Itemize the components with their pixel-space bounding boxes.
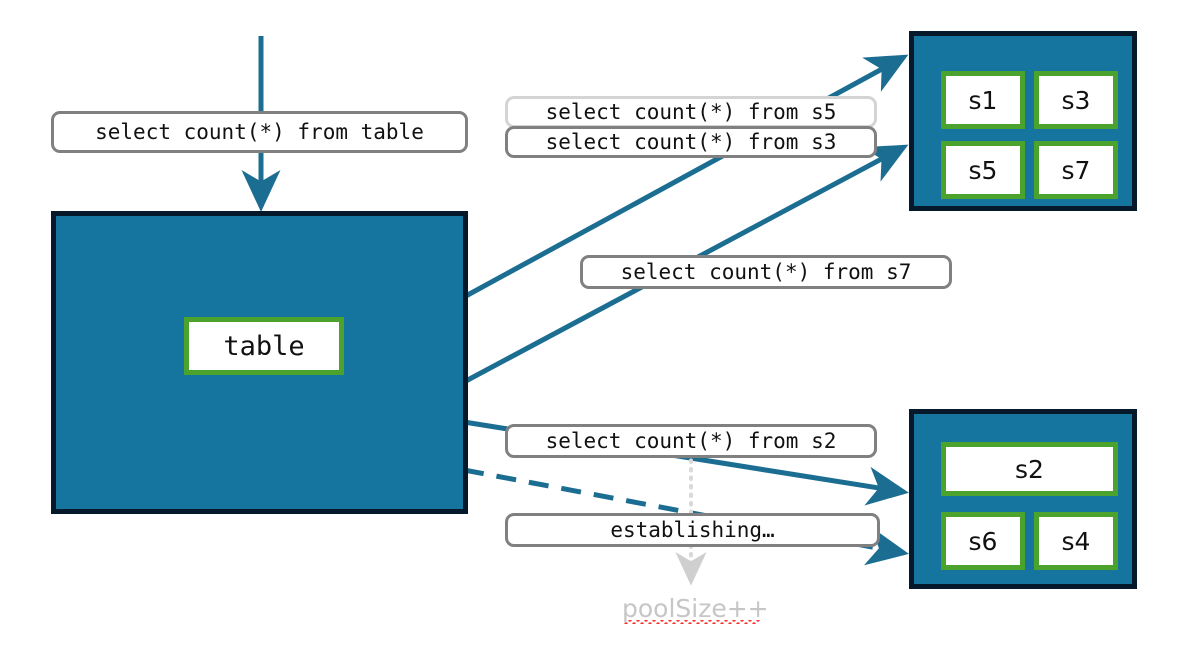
server-node-s3[interactable]: s3 bbox=[1034, 71, 1118, 129]
query-pill-from-s2[interactable]: select count(*) from s2 bbox=[505, 424, 877, 458]
server-node-s6[interactable]: s6 bbox=[941, 512, 1025, 570]
query-pill-from-table[interactable]: select count(*) from table bbox=[51, 111, 468, 153]
upper-pool: s1 s3 s5 s7 bbox=[909, 31, 1137, 211]
query-pill-from-s3[interactable]: select count(*) from s3 bbox=[505, 126, 877, 158]
server-node-s7[interactable]: s7 bbox=[1034, 141, 1118, 199]
query-pill-from-s5[interactable]: select count(*) from s5 bbox=[505, 96, 877, 128]
lower-pool: s2 s6 s4 bbox=[909, 409, 1137, 589]
status-pill-establishing[interactable]: establishing… bbox=[505, 513, 880, 547]
poolsize-annotation: poolSize++ bbox=[622, 594, 769, 624]
table-container: table bbox=[51, 211, 468, 514]
server-node-s1[interactable]: s1 bbox=[941, 71, 1025, 129]
server-node-s4[interactable]: s4 bbox=[1034, 512, 1118, 570]
table-node[interactable]: table bbox=[184, 317, 344, 375]
query-pill-from-s7[interactable]: select count(*) from s7 bbox=[580, 255, 952, 289]
spellcheck-underline-icon bbox=[624, 620, 760, 624]
poolsize-label: poolSize++ bbox=[622, 594, 769, 623]
server-node-s5[interactable]: s5 bbox=[941, 141, 1025, 199]
server-node-s2[interactable]: s2 bbox=[941, 442, 1118, 496]
